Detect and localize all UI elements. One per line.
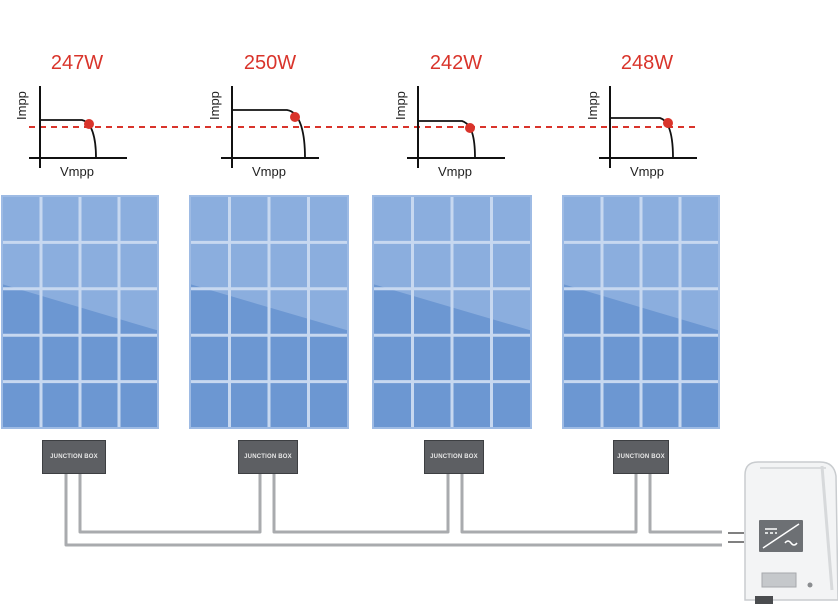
y-axis-label-3: Impp xyxy=(393,91,408,120)
junction-box-1: JUNCTION BOX xyxy=(42,440,106,474)
dc-cables xyxy=(64,474,722,547)
iv-chart-2 xyxy=(221,86,319,168)
x-axis-label-3: Vmpp xyxy=(438,164,472,179)
solar-panel-2 xyxy=(189,195,349,429)
junction-box-4: JUNCTION BOX xyxy=(613,440,669,474)
mpp-point-4 xyxy=(663,118,673,128)
iv-chart-4 xyxy=(599,86,697,168)
iv-chart-1 xyxy=(29,86,127,168)
y-axis-label-1: Impp xyxy=(14,91,29,120)
y-axis-label-4: Impp xyxy=(585,91,600,120)
panel-power-1: 247W xyxy=(50,52,104,74)
panel-power-2: 250W xyxy=(243,52,297,74)
mpp-point-3 xyxy=(465,123,475,133)
mpp-point-2 xyxy=(290,112,300,122)
inverter xyxy=(744,461,838,604)
y-axis-label-2: Impp xyxy=(207,91,222,120)
x-axis-label-4: Vmpp xyxy=(630,164,664,179)
iv-chart-3 xyxy=(407,86,505,168)
x-axis-label-1: Vmpp xyxy=(60,164,94,179)
panel-power-4: 248W xyxy=(620,52,674,74)
solar-panel-3 xyxy=(372,195,532,429)
mpp-point-1 xyxy=(84,119,94,129)
solar-panel-4 xyxy=(562,195,720,429)
cable-terminal xyxy=(728,532,744,543)
junction-box-2: JUNCTION BOX xyxy=(238,440,298,474)
solar-panel-1 xyxy=(1,195,159,429)
panel-power-3: 242W xyxy=(429,52,483,74)
x-axis-label-2: Vmpp xyxy=(252,164,286,179)
junction-box-3: JUNCTION BOX xyxy=(424,440,484,474)
